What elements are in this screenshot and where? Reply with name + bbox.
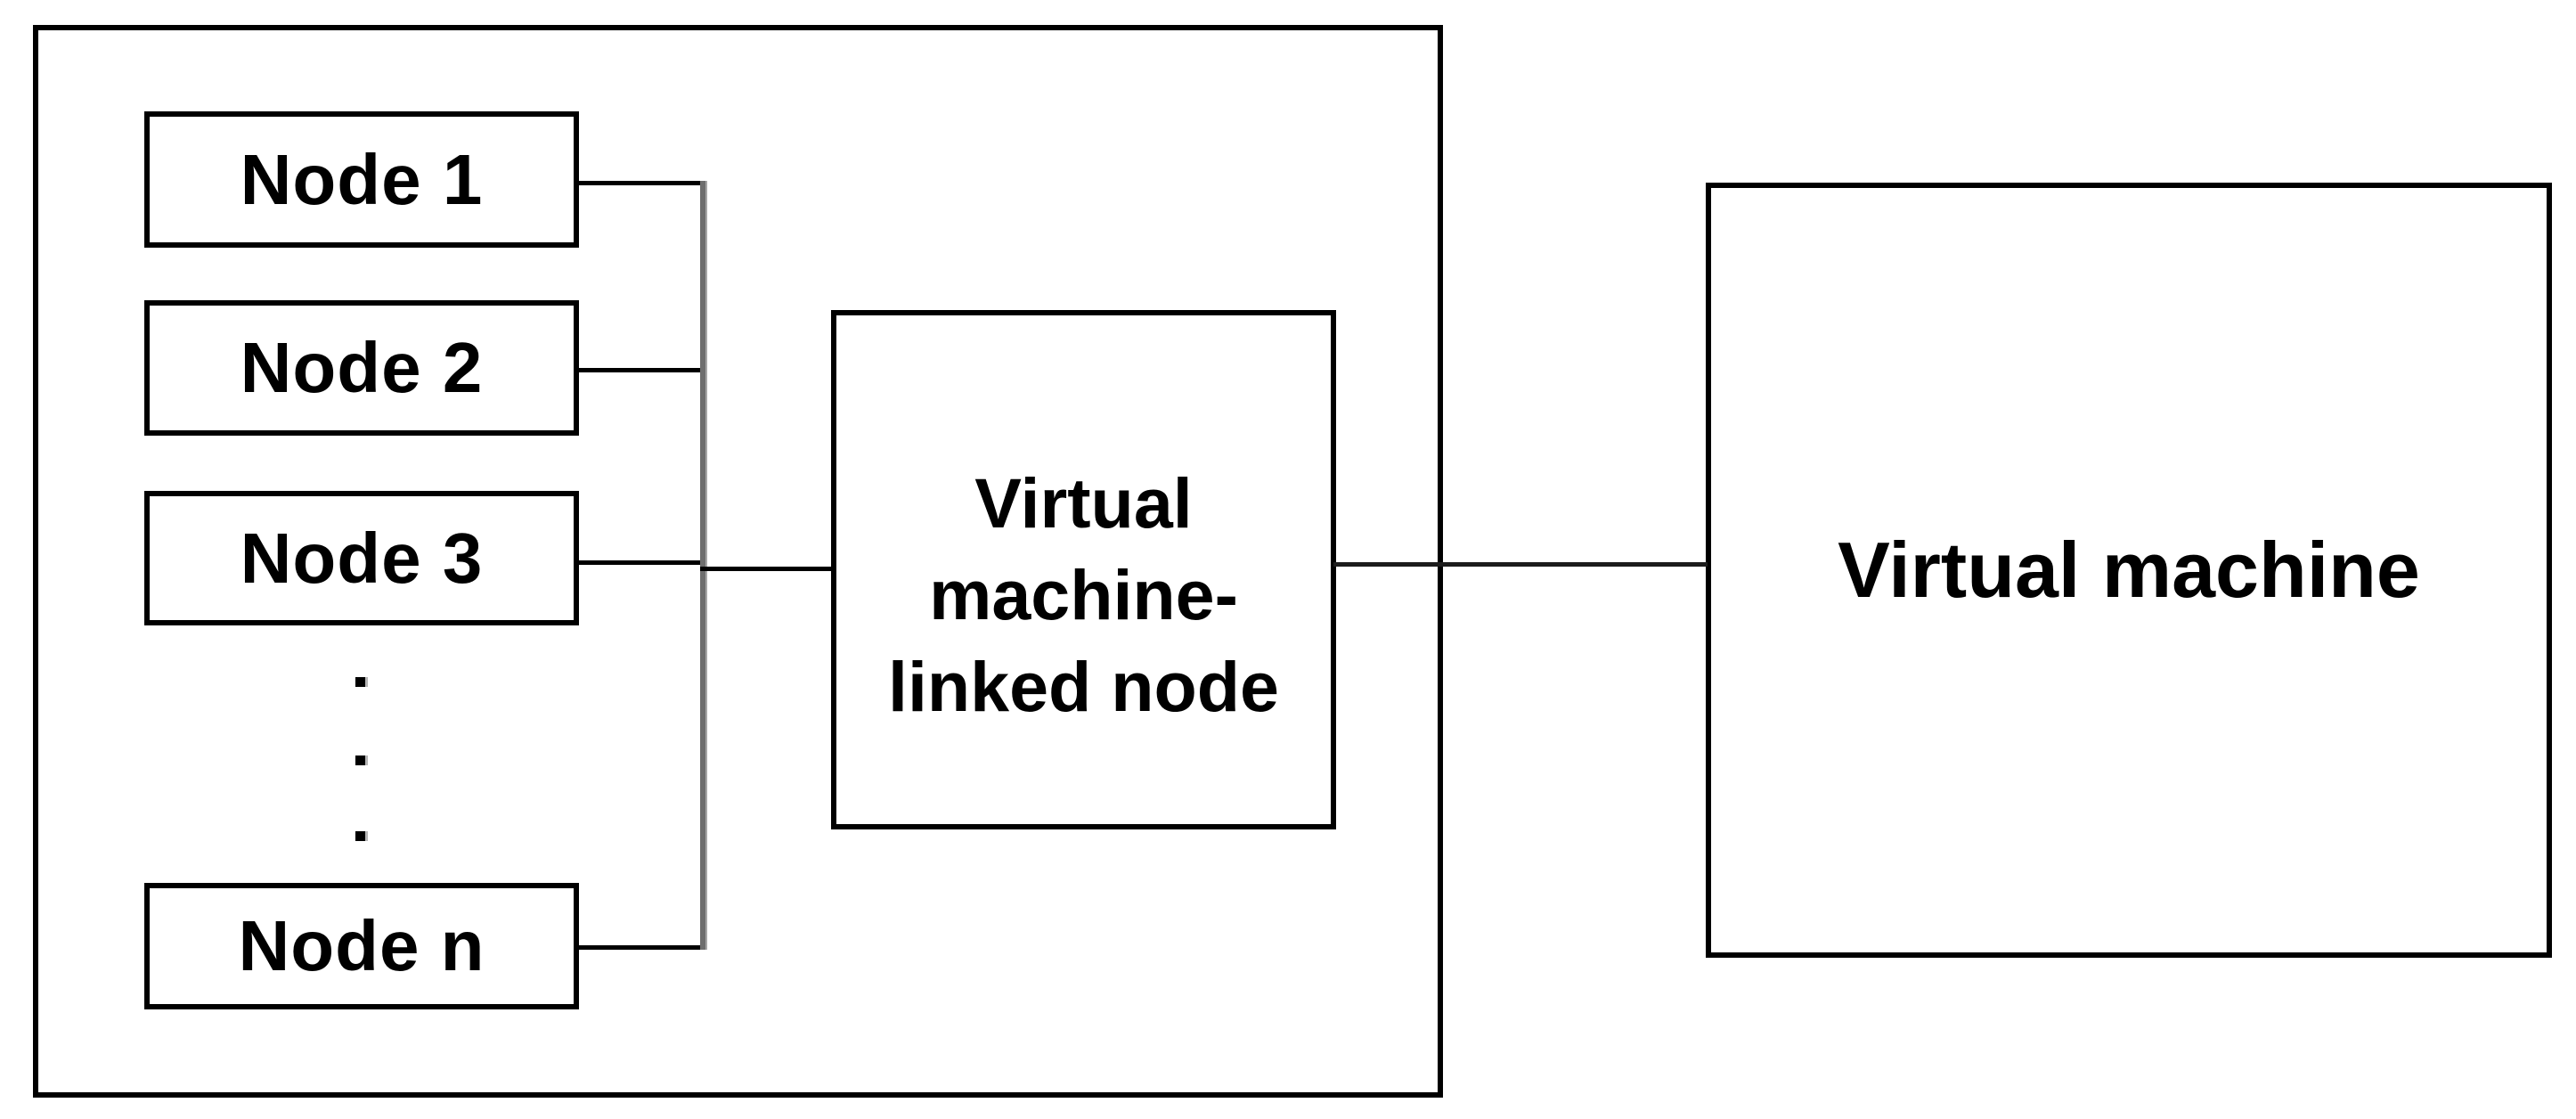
- connector-noden-to-bus: [577, 945, 703, 950]
- node-1-box: Node 1: [144, 111, 579, 248]
- virtual-machine-label: Virtual machine: [1838, 526, 2420, 614]
- node-2-label: Node 2: [240, 328, 484, 407]
- connector-vm-linked-node-to-vm: [1333, 562, 1708, 567]
- virtual-machine-box: Virtual machine: [1706, 183, 2552, 958]
- connector-node2-to-bus: [577, 368, 703, 372]
- connector-bus-to-vm-linked-node: [700, 567, 834, 571]
- node-3-box: Node 3: [144, 491, 579, 625]
- bus-line: [700, 181, 707, 950]
- vm-linked-node-box: Virtual machine- linked node: [831, 310, 1336, 829]
- node-n-label: Node n: [238, 906, 485, 985]
- node-n-box: Node n: [144, 883, 579, 1009]
- ellipsis-dot-2: [355, 756, 368, 765]
- ellipsis-dot-3: [355, 831, 368, 841]
- vm-linked-node-label-line1: Virtual: [974, 462, 1193, 543]
- connector-node3-to-bus: [577, 560, 703, 565]
- node-1-label: Node 1: [240, 139, 484, 219]
- node-3-label: Node 3: [240, 518, 484, 598]
- cluster-container-box: [33, 25, 1443, 1098]
- node-2-box: Node 2: [144, 300, 579, 436]
- ellipsis-dot-1: [355, 677, 368, 687]
- connector-node1-to-bus: [577, 181, 703, 185]
- vm-linked-node-label-line3: linked node: [888, 646, 1279, 726]
- vm-linked-node-label-line2: machine-: [929, 554, 1238, 634]
